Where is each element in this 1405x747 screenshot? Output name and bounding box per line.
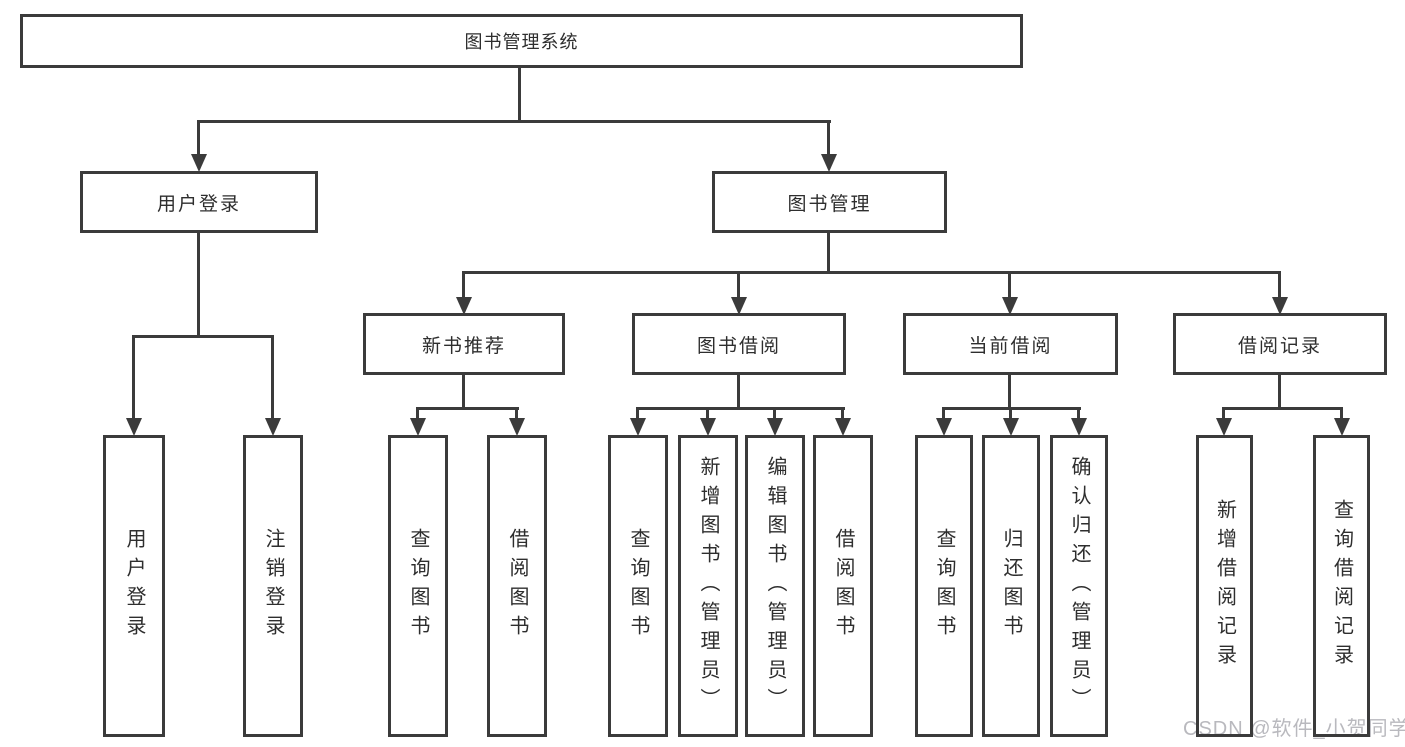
arrowhead-down [821,154,837,172]
arrowhead-down [700,418,716,436]
connector-line [1278,375,1281,407]
node-borrow-records: 借阅记录 [1173,313,1387,375]
connector-line [841,407,844,420]
leaf-borrow-books-b: 借阅图书 [813,435,873,737]
arrowhead-down [835,418,851,436]
leaf-borrow-books-a: 借阅图书 [487,435,547,737]
connector-line [636,407,845,410]
arrowhead-down [1272,297,1288,315]
leaf-query-books-b: 查询图书 [608,435,668,737]
connector-line [1278,271,1281,299]
connector-line [197,233,200,335]
arrowhead-down [731,297,747,315]
arrowhead-down [265,418,281,436]
arrowhead-down [936,418,952,436]
arrowhead-down [1003,418,1019,436]
connector-line [636,407,639,420]
node-book-borrow: 图书借阅 [632,313,846,375]
node-new-book-recommend: 新书推荐 [363,313,565,375]
arrowhead-down [1071,418,1087,436]
arrowhead-down [509,418,525,436]
arrowhead-down [1216,418,1232,436]
node-user-login: 用户登录 [80,171,318,233]
connector-line [515,407,518,420]
node-library-system-root: 图书管理系统 [20,14,1023,68]
node-book-management: 图书管理 [712,171,947,233]
connector-line [462,271,465,299]
arrowhead-down [191,154,207,172]
leaf-user-login: 用户登录 [103,435,165,737]
connector-line [132,335,274,338]
leaf-confirm-return-admin: 确认归还（管理员） [1050,435,1108,737]
leaf-logout: 注销登录 [243,435,303,737]
connector-line [1008,271,1011,299]
arrowhead-down [1334,418,1350,436]
leaf-add-borrow-record: 新增借阅记录 [1196,435,1253,737]
connector-line [827,233,830,271]
connector-line [416,407,519,410]
connector-line [462,375,465,407]
leaf-add-books-admin: 新增图书（管理员） [678,435,738,737]
leaf-return-books: 归还图书 [982,435,1040,737]
connector-line [518,68,521,120]
connector-line [197,120,831,123]
csdn-watermark: CSDN @软件_小贺同学 [1183,718,1405,740]
connector-line [1222,407,1225,420]
arrowhead-down [1002,297,1018,315]
connector-line [737,375,740,407]
leaf-query-books-a: 查询图书 [388,435,448,737]
connector-line [737,271,740,299]
connector-line [1340,407,1343,420]
node-current-borrow: 当前借阅 [903,313,1118,375]
arrowhead-down [630,418,646,436]
arrowhead-down [456,297,472,315]
connector-line [132,335,135,420]
leaf-edit-books-admin: 编辑图书（管理员） [745,435,805,737]
connector-line [942,407,945,420]
connector-line [1008,375,1011,407]
connector-line [197,120,200,156]
connector-line [706,407,709,420]
connector-line [827,120,830,156]
connector-line [1077,407,1080,420]
leaf-query-books-c: 查询图书 [915,435,973,737]
connector-line [1009,407,1012,420]
connector-line [462,271,1281,274]
arrowhead-down [126,418,142,436]
connector-line [416,407,419,420]
arrowhead-down [767,418,783,436]
connector-line [1222,407,1343,410]
leaf-query-borrow-record: 查询借阅记录 [1313,435,1370,737]
connector-line [773,407,776,420]
connector-line [271,335,274,420]
arrowhead-down [410,418,426,436]
